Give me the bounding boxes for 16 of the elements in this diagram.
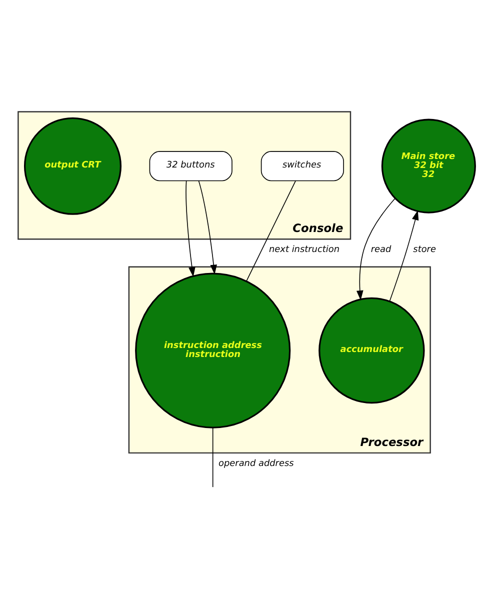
node-box: switches [260, 150, 344, 181]
edge-label: next instruction [269, 244, 340, 255]
node-circle: output CRT [24, 116, 122, 214]
node-circle: instruction address instruction [135, 272, 291, 428]
arrow [356, 198, 396, 300]
connector [246, 180, 296, 281]
connector [212, 427, 214, 487]
edge-label: read [370, 244, 392, 255]
arrow [198, 180, 218, 274]
node-circle: accumulator [318, 296, 425, 404]
node-box: 32 buttons [149, 150, 232, 181]
arrow [389, 210, 419, 302]
edge-label: operand address [218, 458, 294, 468]
node-circle: Main store 32 bit 32 [381, 118, 476, 213]
arrow [186, 180, 196, 276]
edge-label: store [413, 244, 436, 255]
